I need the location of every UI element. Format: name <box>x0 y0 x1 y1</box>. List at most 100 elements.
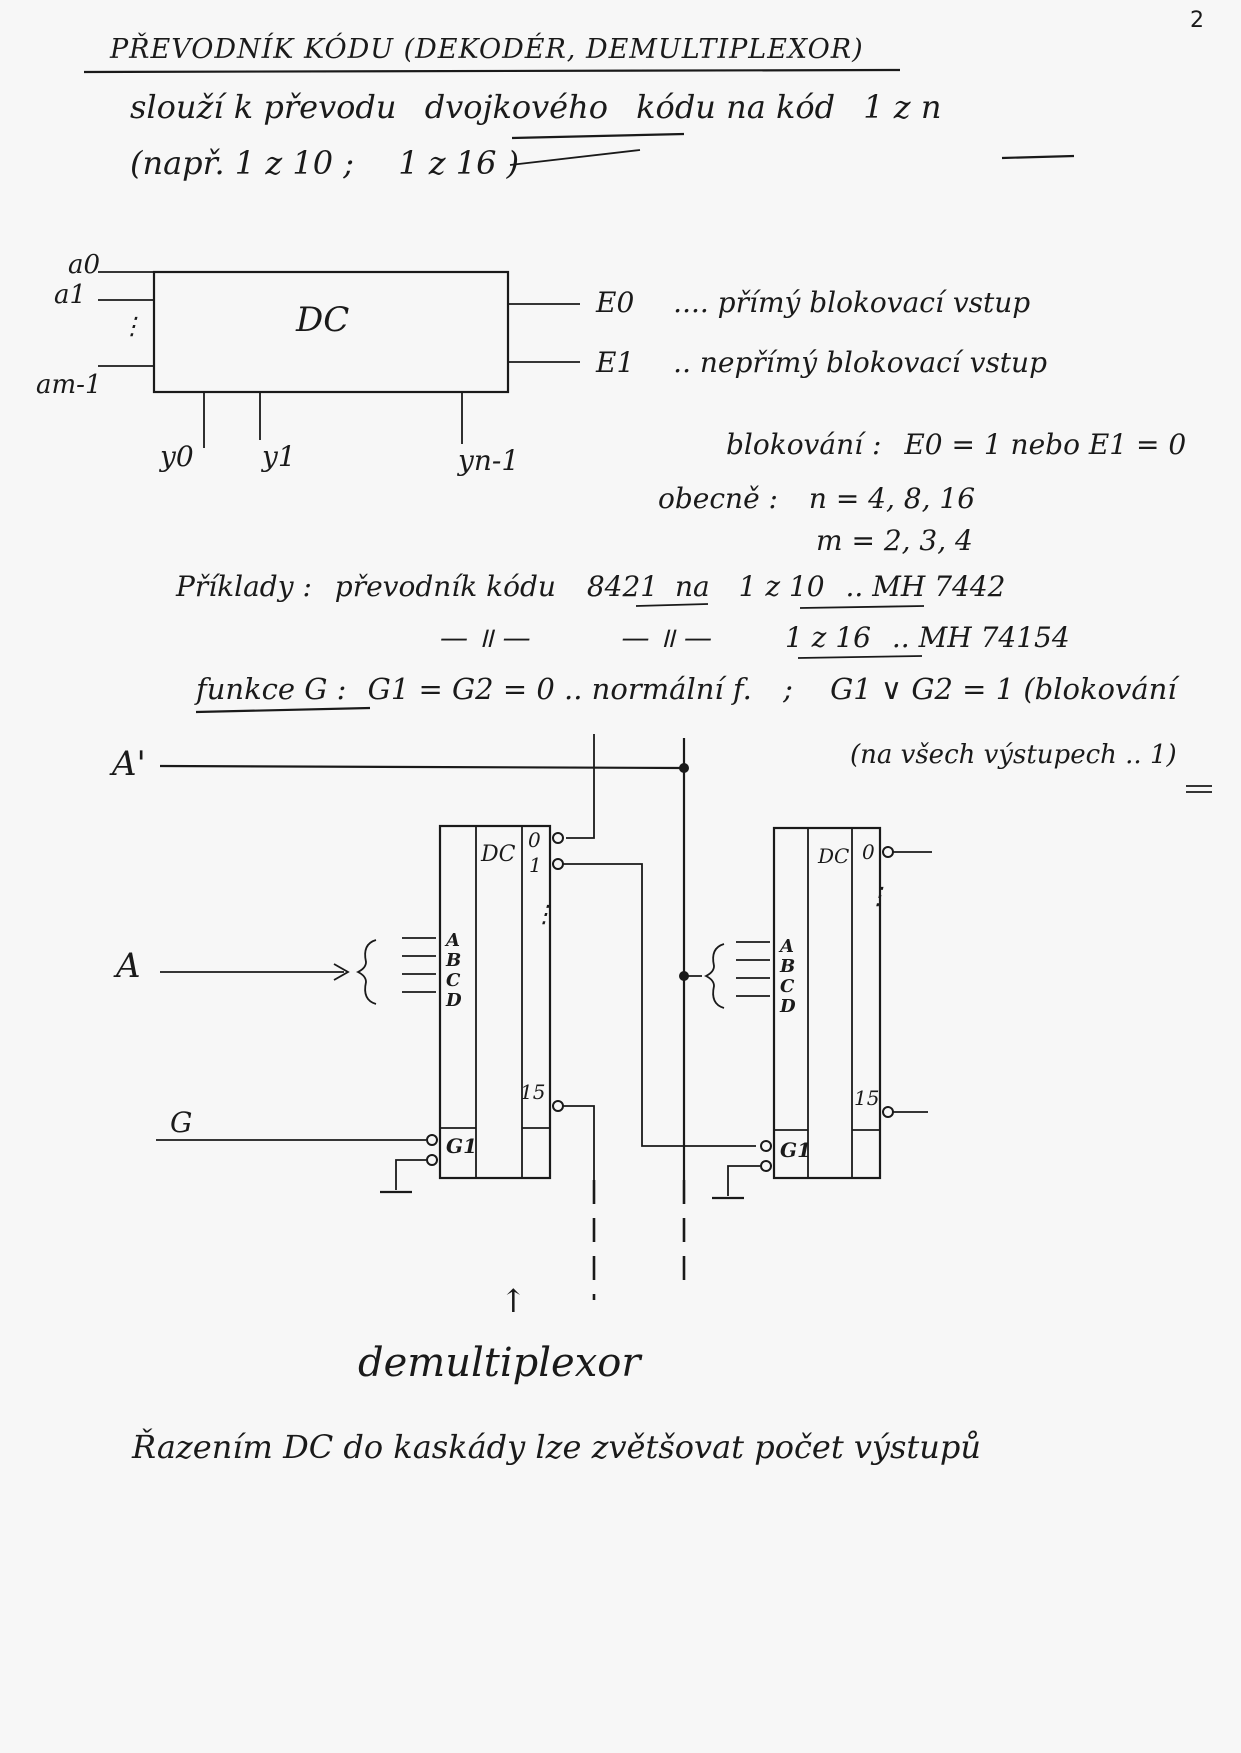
example1-part: .. MH 7442 <box>845 570 1006 603</box>
chip2-g2-bubble <box>760 1160 772 1172</box>
underline-1zn <box>1001 154 1075 160</box>
chip2-pin-g: G1 <box>780 1138 811 1162</box>
underline-dvojkoveho <box>511 132 685 140</box>
wire-out15-down <box>563 1105 595 1180</box>
chip2-pin-c: C <box>780 976 795 997</box>
function-g-sep: ; <box>783 672 793 706</box>
dc-output-yn1: yn-1 <box>458 444 520 477</box>
blocking-line: blokování : E0 = 1 nebo E1 = 0 <box>726 428 1186 461</box>
dc-input-a1: a1 <box>54 280 87 310</box>
enable-e0-desc: .... přímý blokovací vstup <box>673 286 1031 319</box>
overline-1z16 <box>509 149 641 166</box>
function-g-note: (na všech výstupech .. 1) <box>850 740 1177 770</box>
general-n: obecně : n = 4, 8, 16 <box>658 482 975 515</box>
general-label: obecně : <box>658 482 778 515</box>
function-g-blocking: G1 ∨ G2 = 1 (blokování <box>830 672 1177 706</box>
underline-8421 <box>635 603 709 607</box>
chip2-rect <box>772 826 882 1180</box>
chip1-pin-d: D <box>446 990 462 1011</box>
wire-out1-to-chip2-g <box>563 863 756 1147</box>
bus-a-prime <box>159 764 683 770</box>
blocking-formula: E0 = 1 nebo E1 = 0 <box>904 428 1187 461</box>
dc-block-rect <box>152 270 510 394</box>
chip1-out0-bubble <box>552 832 564 844</box>
chip1-label: DC <box>481 842 516 867</box>
function-g-normal: G1 = G2 = 0 .. normální f. <box>367 672 752 706</box>
example1-code: 8421 <box>586 570 659 603</box>
underline-funkce-g <box>195 706 371 714</box>
chip1-g2-bubble <box>426 1154 438 1166</box>
intro-prefix: slouží k převodu <box>130 88 397 126</box>
dc-input-am1: am-1 <box>36 370 102 400</box>
function-g-label: funkce G : <box>196 672 347 706</box>
page-number: 2 <box>1190 8 1204 33</box>
signal-a-prime: A' <box>112 744 146 784</box>
chip2-pin-b: B <box>780 956 796 977</box>
enable-e1-name: E1 <box>596 346 635 379</box>
bus-a-arrowhead <box>333 963 350 981</box>
enable-e0: E0 .... přímý blokovací vstup <box>596 286 1030 319</box>
chip2-pin-d: D <box>780 996 796 1017</box>
heading-underline <box>83 68 901 74</box>
chip1-pin-b: B <box>446 950 462 971</box>
chip1-out1-bubble <box>552 858 564 870</box>
examples-row-2: — ॥ — — ॥ — 1 z 16 .. MH 74154 <box>440 618 1070 656</box>
chip1-g1-bubble <box>426 1134 438 1146</box>
chip1-brace <box>355 939 377 1005</box>
chip2-label: DC <box>818 844 850 868</box>
enable-e0-name: E0 <box>596 286 635 319</box>
intro-line-1: slouží k převodu dvojkového kódu na kód … <box>130 88 941 126</box>
chip1-out15-bubble <box>552 1100 564 1112</box>
example2-ditto1: — ॥ — <box>440 621 531 654</box>
intro-underlined: dvojkového <box>424 88 608 126</box>
footer-note: Řazením DC do kaskády lze zvětšovat poče… <box>132 1428 981 1466</box>
dc-input-a0: a0 <box>68 250 101 280</box>
examples-row-1: Příklady : převodník kódu 8421 na 1 z 10… <box>176 570 1005 603</box>
chip2-out-0: 0 <box>862 840 875 864</box>
intro-code: 1 z n <box>863 88 942 126</box>
wire-out0-up <box>566 766 595 839</box>
chip1-pin-a: A <box>446 930 460 951</box>
intro-mid: kódu na kód <box>636 88 836 126</box>
intro-line2-text: (např. 1 z 10 ; <box>130 144 355 182</box>
chip1-input-lines <box>402 937 436 993</box>
chip1-gnd-wire <box>395 1159 426 1190</box>
chip1-out-0: 0 <box>528 828 541 852</box>
chip2-out-15: 15 <box>854 1086 880 1110</box>
chip1-pin-g: G1 <box>446 1134 477 1158</box>
chip2-input-lines <box>736 941 770 997</box>
dc-label: DC <box>296 300 350 340</box>
chip1-out-1: 1 <box>529 853 542 877</box>
underline-1z16 <box>797 655 923 659</box>
chip2-brace <box>703 943 725 1009</box>
examples-label: Příklady : <box>176 570 312 603</box>
chip1-out-15: 15 <box>520 1080 546 1104</box>
dc-output-y1: y1 <box>262 440 296 473</box>
general-m-formula: m = 2, 3, 4 <box>816 524 973 557</box>
example1-text: převodník kódu <box>334 570 556 603</box>
example1-target: 1 z 10 <box>738 570 825 603</box>
intro-line2-end: 1 z 16 ) <box>398 144 520 182</box>
chip1-rect <box>438 824 552 1180</box>
chip2-pin-a: A <box>780 936 794 957</box>
underline-1z10 <box>799 605 925 609</box>
chip2-g1-bubble <box>760 1140 772 1152</box>
example1-na: na <box>674 570 710 603</box>
chip2-out15-bubble <box>882 1106 894 1118</box>
blocking-label: blokování : <box>726 428 882 461</box>
example2-ditto2: — ॥ — <box>621 621 713 654</box>
intro-line-2: (např. 1 z 10 ; 1 z 16 ) <box>130 144 519 182</box>
general-n-formula: n = 4, 8, 16 <box>808 482 976 515</box>
signal-a: A <box>116 946 141 986</box>
demux-label: demultiplexor <box>358 1340 641 1386</box>
double-underline-1 <box>1186 785 1212 793</box>
example2-target: 1 z 16 <box>784 621 871 654</box>
dc-output-y0: y0 <box>160 440 194 473</box>
example2-part: .. MH 74154 <box>891 621 1070 654</box>
chip1-out-dots: ⋮ <box>532 900 556 928</box>
dc-input-dots: ⋮ <box>120 312 144 340</box>
function-g-line: funkce G : G1 = G2 = 0 .. normální f. ; … <box>196 672 1177 706</box>
enable-e1-desc: .. nepřímý blokovací vstup <box>673 346 1048 379</box>
